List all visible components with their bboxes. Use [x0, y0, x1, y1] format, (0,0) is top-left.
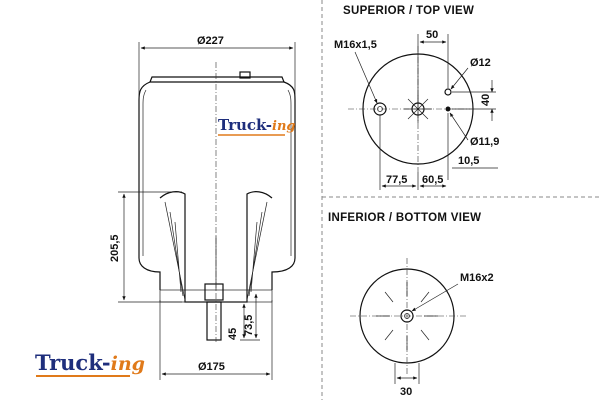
top-hole-11-label: Ø11,9	[470, 136, 499, 148]
stud-block	[204, 283, 224, 301]
top-dim-10: 10,5	[458, 155, 479, 167]
dim-bottom-diameter: Ø175	[198, 361, 225, 373]
top-hole-12-leader	[450, 67, 469, 90]
piston-taper	[164, 201, 268, 301]
bottom-thread-leader	[411, 283, 459, 312]
top-hole-12	[444, 88, 452, 96]
dim-top-diameter: Ø227	[197, 35, 224, 47]
stud	[206, 301, 222, 341]
bellow-inner-line	[142, 89, 292, 256]
top-view-title: SUPERIOR / TOP VIEW	[343, 5, 474, 17]
top-view: M16x1,5 50 Ø12 40 Ø11,9 10,5 77,5 60,5	[334, 29, 499, 190]
top-thread-label: M16x1,5	[334, 39, 377, 51]
bottom-stud-core	[404, 313, 410, 319]
bottom-ribs	[376, 282, 438, 350]
logo-part-main: Truck-ing	[218, 116, 296, 134]
top-hole-11-leader	[449, 112, 469, 141]
top-plate	[149, 76, 285, 83]
top-dim-60: 60,5	[422, 174, 443, 186]
brand-logo: Truck-ing	[35, 350, 145, 377]
bottom-view-title: INFERIOR / BOTTOM VIEW	[328, 212, 481, 224]
brand-logo-text: Truck-ing	[35, 350, 145, 375]
dim-stud-45: 45	[227, 328, 239, 340]
bottom-thread-label: M16x2	[460, 272, 494, 284]
bellow-outline	[138, 81, 296, 290]
top-dim-77: 77,5	[386, 174, 407, 186]
air-fitting	[239, 71, 251, 79]
top-stud-core	[377, 106, 383, 112]
bottom-view: M16x2 30	[350, 258, 494, 398]
top-dim-50: 50	[426, 29, 438, 41]
dim-height: 205,5	[109, 234, 121, 262]
logo-on-part: Truck-ing	[218, 116, 296, 136]
top-thread-leader	[354, 51, 378, 104]
top-dim-40: 40	[480, 94, 492, 106]
top-hole-12-label: Ø12	[470, 57, 491, 69]
top-hole-11	[445, 106, 451, 112]
side-view: Ø227 205,5 45 73,5 Ø175	[109, 35, 296, 380]
bottom-dim-30: 30	[400, 386, 412, 398]
bottom-stud	[400, 309, 414, 323]
dim-stud-73: 73,5	[243, 315, 255, 336]
top-center-spokes	[404, 95, 432, 123]
piston-ribs	[169, 211, 263, 297]
